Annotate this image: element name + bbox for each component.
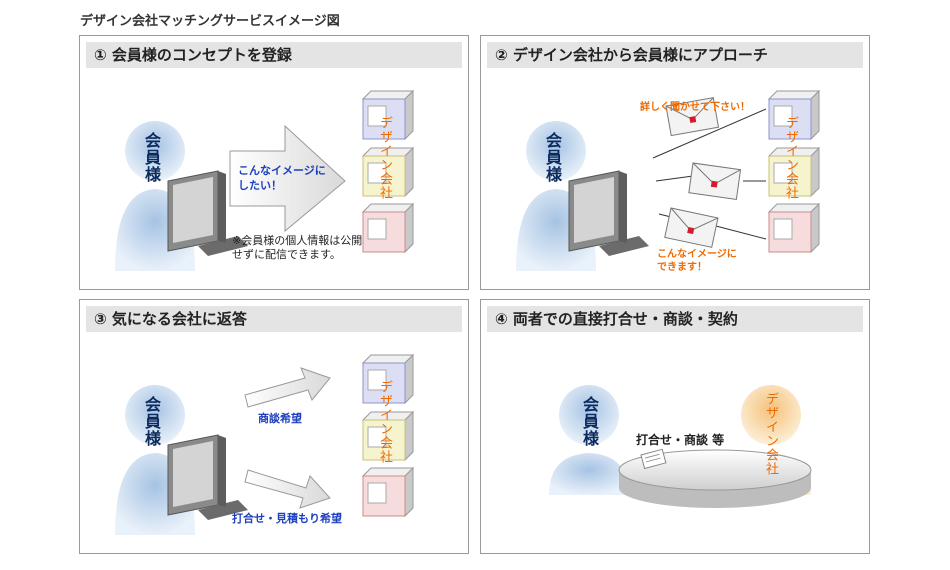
company-box-blue — [361, 353, 415, 405]
right-arrow-icon — [229, 124, 346, 233]
envelope-icon — [665, 97, 720, 137]
meeting-label: 打合せ・商談 等 — [636, 433, 725, 447]
panel4-illustration — [549, 385, 812, 508]
panel-title: ④ 両者での直接打合せ・商談・契約 — [487, 306, 863, 332]
panel-direct-meeting: ④ 両者での直接打合せ・商談・契約 会員様 デザイン会社 打合せ・商談 等 — [480, 299, 870, 554]
approach-message-top: 詳しく聞かせて下さい！ — [640, 102, 750, 113]
panel-reply-company: ③ 気になる会社に返答 — [79, 299, 469, 554]
page-title: デザイン会社マッチングサービスイメージ図 — [80, 14, 340, 29]
envelope-icon — [688, 162, 742, 200]
panel-register-concept: ① 会員様のコンセプトを登録 — [79, 35, 469, 290]
panel3-illustration — [115, 353, 415, 535]
company-label: デザイン会社 — [783, 116, 798, 200]
document-icon — [640, 448, 667, 470]
company-box-pink — [361, 202, 415, 254]
panel2-illustration — [516, 89, 821, 271]
member-label: 会員様 — [580, 396, 599, 447]
company-box-yellow — [767, 146, 821, 198]
panel-title: ③ 気になる会社に返答 — [86, 306, 462, 332]
privacy-note: ※会員様の個人情報は公開せずに配信できます。 — [232, 234, 363, 261]
panel1-illustration — [115, 89, 415, 271]
concept-bubble-text: こんなイメージにしたい！ — [238, 164, 326, 192]
member-label: 会員様 — [142, 396, 161, 447]
arrow-label-estimate: 打合せ・見積もり希望 — [232, 512, 342, 525]
monitor-icon — [167, 434, 248, 520]
meeting-table-icon — [618, 449, 812, 508]
motion-lines — [652, 108, 767, 240]
monitor-icon — [167, 170, 248, 256]
arrow-label-negotiation: 商談希望 — [258, 412, 302, 425]
company-box-blue — [361, 89, 415, 141]
company-box-pink — [361, 466, 415, 518]
company-box-blue — [767, 89, 821, 141]
member-label: 会員様 — [543, 132, 562, 183]
company-label: デザイン会社 — [377, 116, 392, 200]
company-box-yellow — [361, 410, 415, 462]
company-label: デザイン会社 — [763, 392, 778, 476]
panel-title: ① 会員様のコンセプトを登録 — [86, 42, 462, 68]
company-box-yellow — [361, 146, 415, 198]
right-arrow-icon — [244, 367, 331, 408]
right-arrow-icon — [244, 469, 331, 509]
member-figure — [549, 385, 629, 495]
company-label: デザイン会社 — [377, 380, 392, 464]
panel-company-approach: ② デザイン会社から会員様にアプローチ — [480, 35, 870, 290]
approach-message-bottom: こんなイメージにできます！ — [657, 249, 737, 273]
envelope-icon — [664, 207, 719, 248]
panel-title: ② デザイン会社から会員様にアプローチ — [487, 42, 863, 68]
company-box-pink — [767, 202, 821, 254]
member-label: 会員様 — [142, 132, 161, 183]
monitor-icon — [568, 170, 649, 256]
